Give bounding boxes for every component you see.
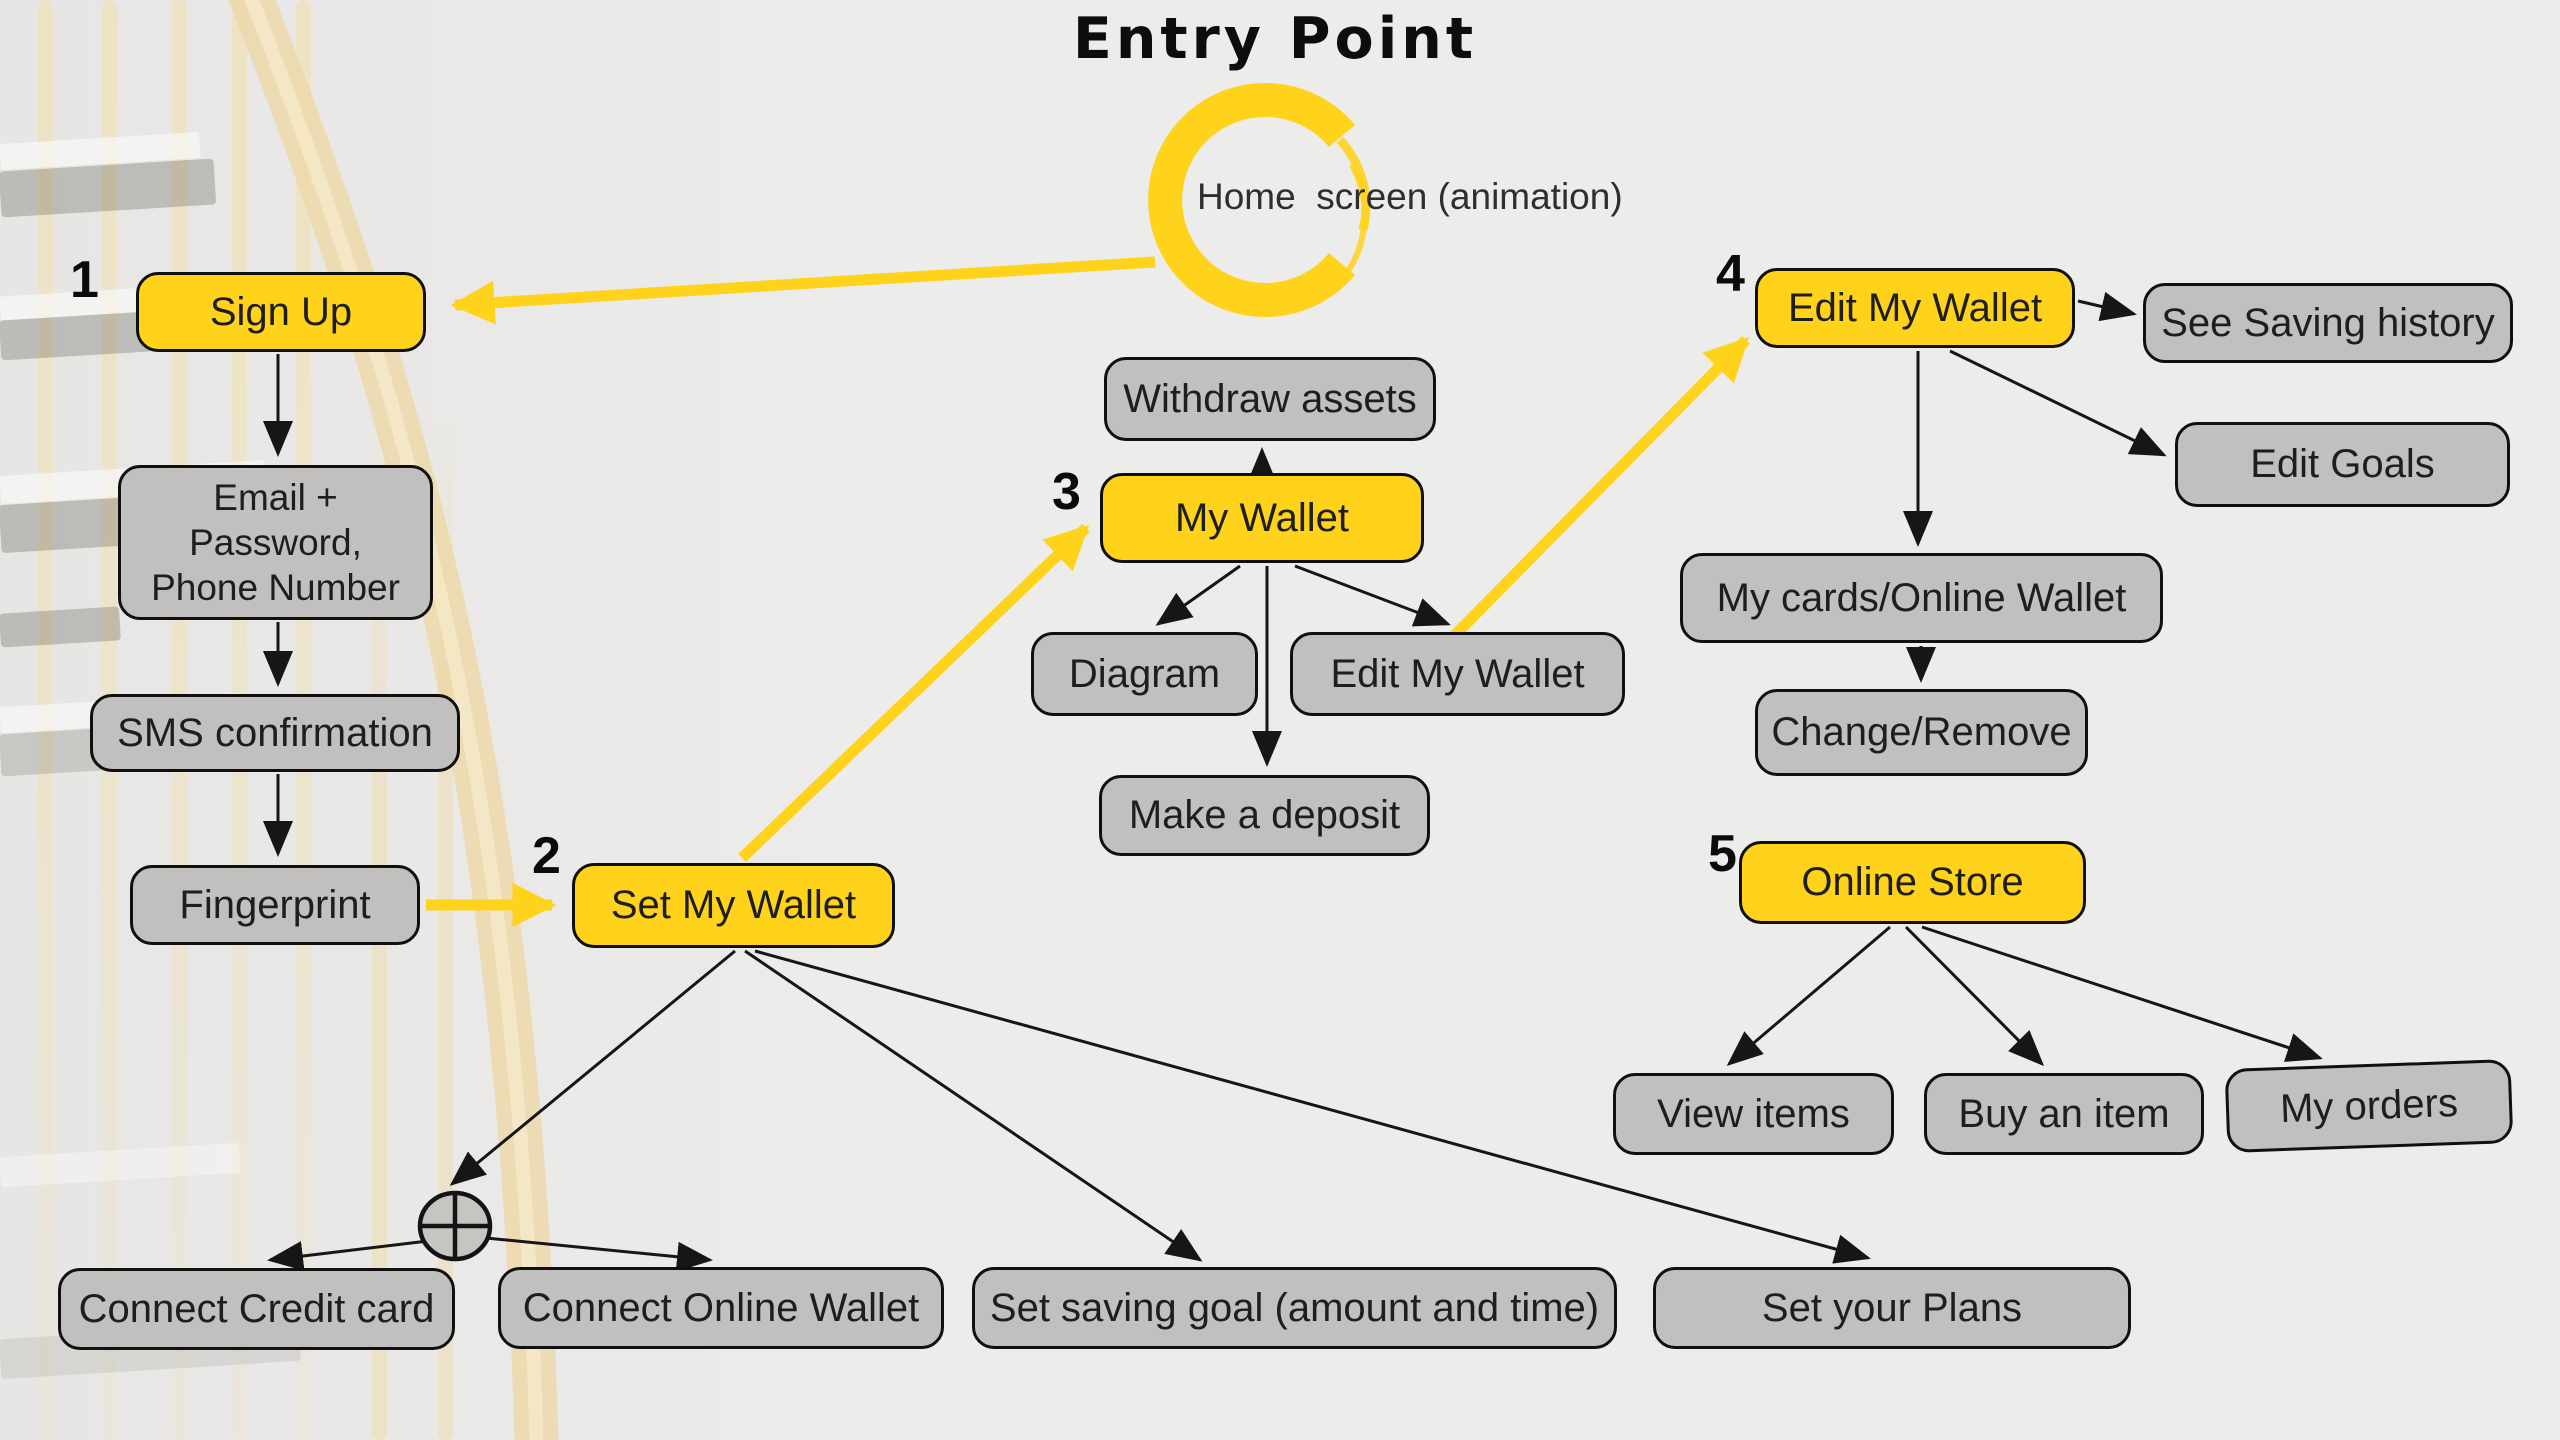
node-set-saving-goal: Set saving goal (amount and time) xyxy=(972,1267,1617,1349)
node-edit-my-wallet-sub: Edit My Wallet xyxy=(1290,632,1625,716)
node-connect-online-wallet: Connect Online Wallet xyxy=(498,1267,944,1349)
edge-setwallet-to-connector xyxy=(449,949,736,1186)
node-change-remove: Change/Remove xyxy=(1755,689,2088,776)
edge-connector-to-creditcard xyxy=(267,1239,429,1271)
step-number-4: 4 xyxy=(1716,245,1745,303)
node-my-orders: My orders xyxy=(2224,1059,2514,1153)
node-buy-an-item: Buy an item xyxy=(1924,1073,2204,1155)
node-email-password: Email + Password, Phone Number xyxy=(118,465,433,620)
node-withdraw-assets: Withdraw assets xyxy=(1104,357,1436,441)
entry-brush-streak xyxy=(1337,163,1368,284)
node-set-your-plans: Set your Plans xyxy=(1653,1267,2131,1349)
stair-handrail-highlight xyxy=(244,0,544,1440)
node-sign-up: Sign Up xyxy=(136,272,426,352)
entry-brush-ring xyxy=(1148,83,1356,317)
node-my-cards: My cards/Online Wallet xyxy=(1680,553,2163,643)
node-diagram: Diagram xyxy=(1031,632,1258,716)
node-edit-my-wallet: Edit My Wallet xyxy=(1755,268,2075,348)
node-my-wallet: My Wallet xyxy=(1100,473,1424,563)
step-number-2: 2 xyxy=(532,827,561,885)
edge-setwallet-to-plans xyxy=(754,949,1871,1264)
node-fingerprint: Fingerprint xyxy=(130,865,420,945)
node-view-items: View items xyxy=(1613,1073,1894,1155)
edge-setwallet-to-savinggoal xyxy=(744,949,1203,1262)
node-see-saving-history: See Saving history xyxy=(2143,283,2513,363)
node-connect-credit-card: Connect Credit card xyxy=(58,1268,455,1350)
edge-store-to-myorders xyxy=(1921,925,2323,1062)
node-sms-confirmation: SMS confirmation xyxy=(90,694,460,772)
edge-store-to-viewitems xyxy=(1726,925,1891,1066)
edge-mywallet-to-diagram xyxy=(1155,564,1241,626)
node-set-my-wallet: Set My Wallet xyxy=(572,863,895,948)
edge-editwallet-to-history xyxy=(2077,291,2137,322)
node-edit-goals: Edit Goals xyxy=(2175,422,2510,507)
step-number-5: 5 xyxy=(1708,825,1737,883)
edge-connector-to-onlinewallet xyxy=(485,1236,713,1272)
home-screen-label: Home screen (animation) xyxy=(1197,176,1623,217)
edge-mywallet-to-editsub xyxy=(1294,564,1451,627)
edge-setwallet-to-mywallet xyxy=(738,524,1090,862)
step-number-1: 1 xyxy=(70,251,99,309)
edge-store-to-buyitem xyxy=(1904,925,2045,1067)
page-title: Entry Point xyxy=(1072,6,1478,72)
edge-editsub-to-editwallet xyxy=(1448,336,1750,642)
step-number-3: 3 xyxy=(1052,463,1081,521)
edge-editwallet-to-goals xyxy=(1949,349,2167,457)
edge-home-to-signup xyxy=(450,256,1156,325)
node-online-store: Online Store xyxy=(1739,841,2086,924)
node-make-a-deposit: Make a deposit xyxy=(1099,775,1430,856)
